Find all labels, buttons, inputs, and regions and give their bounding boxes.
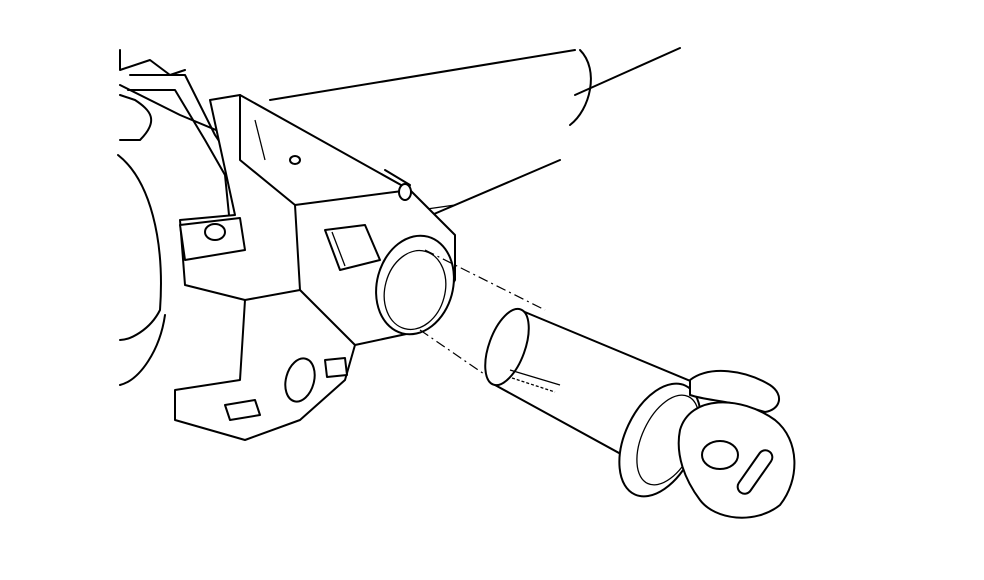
steering-column-tube [269,47,681,221]
key [677,369,796,519]
key-slot [736,449,774,495]
lock-pin [324,224,381,271]
housing-hole [289,155,301,165]
housing-port [284,357,316,403]
key-hole [701,440,739,470]
lock-cylinder [484,307,702,498]
lock-housing [174,94,456,441]
